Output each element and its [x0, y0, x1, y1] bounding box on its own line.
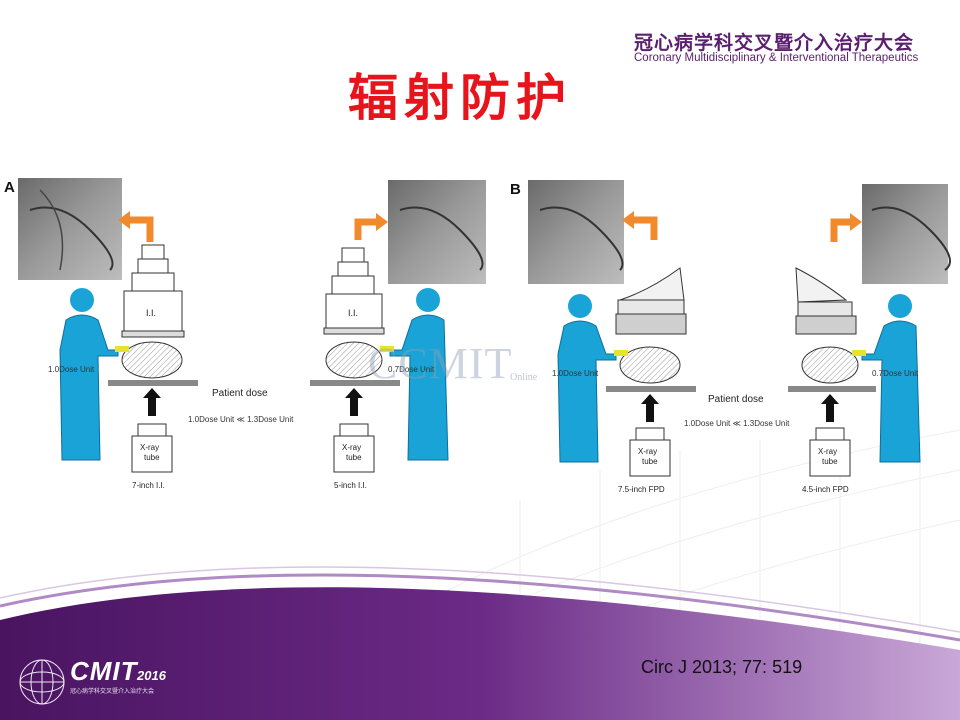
angiogram-image: [18, 178, 122, 280]
angiogram-image: [388, 180, 486, 284]
tube-label-line1: X-ray: [638, 447, 657, 456]
ii-size-label: 5-inch I.I.: [334, 481, 367, 490]
panel-a-left-setup: I.I. X-ray tube 1.0Dose Unit 7-inch I.I.: [18, 178, 198, 490]
logo-text: CMIT: [70, 656, 138, 686]
logo-subtext: 冠心病学科交叉暨介入治疗大会: [70, 688, 155, 695]
fpd-size-label: 7.5-inch FPD: [618, 485, 665, 494]
conference-name-en: Coronary Multidisciplinary & Interventio…: [634, 52, 919, 64]
panel-b-right-setup: X-ray tube 0.7Dose Unit 4.5-inch FPD: [788, 184, 951, 494]
fpd-size-label: 4.5-inch FPD: [802, 485, 849, 494]
dose-label-left: 1.0Dose Unit: [552, 369, 599, 378]
tube-label-line1: X-ray: [818, 447, 837, 456]
orange-arrow-icon: [354, 218, 378, 240]
patient-dose-text: 1.0Dose Unit ≪ 1.3Dose Unit: [684, 419, 790, 428]
tube-label-line2: tube: [144, 453, 160, 462]
watermark-subtext: Online: [510, 372, 538, 383]
patient-dose-title: Patient dose: [708, 394, 764, 405]
radiation-figure: A B I.I. X-ray tube 1.0Dose Unit 7-inch …: [4, 178, 951, 494]
panel-a-letter: A: [4, 179, 15, 196]
patient-dose-title: Patient dose: [212, 388, 268, 399]
tube-label-line2: tube: [346, 453, 362, 462]
orange-arrow-icon: [632, 216, 658, 240]
panel-a-right-setup: I.I. X-ray tube 0.7Dose Unit 5-inch I.I.: [310, 180, 486, 490]
dose-label-left: 1.0Dose Unit: [48, 365, 95, 374]
tube-label-line1: X-ray: [342, 443, 361, 452]
angiogram-image: [528, 180, 624, 284]
tube-label-line1: X-ray: [140, 443, 159, 452]
panel-b-letter: B: [510, 181, 521, 198]
citation: Circ J 2013; 77: 519: [641, 657, 803, 677]
ii-label: I.I.: [146, 308, 156, 318]
cmit-logo: [19, 659, 65, 705]
ii-size-label: 7-inch I.I.: [132, 481, 165, 490]
orange-arrow-icon: [830, 218, 852, 242]
logo-year: 2016: [137, 668, 166, 683]
tube-label-line2: tube: [822, 457, 838, 466]
conference-name-cn: 冠心病学科交叉暨介入治疗大会: [634, 32, 915, 54]
ii-label: I.I.: [348, 308, 358, 318]
dose-label-right: 0.7Dose Unit: [872, 369, 919, 378]
slide-title: 辐射防护: [348, 68, 572, 127]
orange-arrow-icon: [128, 216, 154, 242]
tube-label-line2: tube: [642, 457, 658, 466]
patient-dose-text: 1.0Dose Unit ≪ 1.3Dose Unit: [188, 415, 294, 424]
panel-b-left-setup: X-ray tube 1.0Dose Unit 7.5-inch FPD: [528, 180, 696, 494]
dose-label-right: 0.7Dose Unit: [388, 365, 435, 374]
watermark-text: CCMIT: [368, 339, 513, 388]
